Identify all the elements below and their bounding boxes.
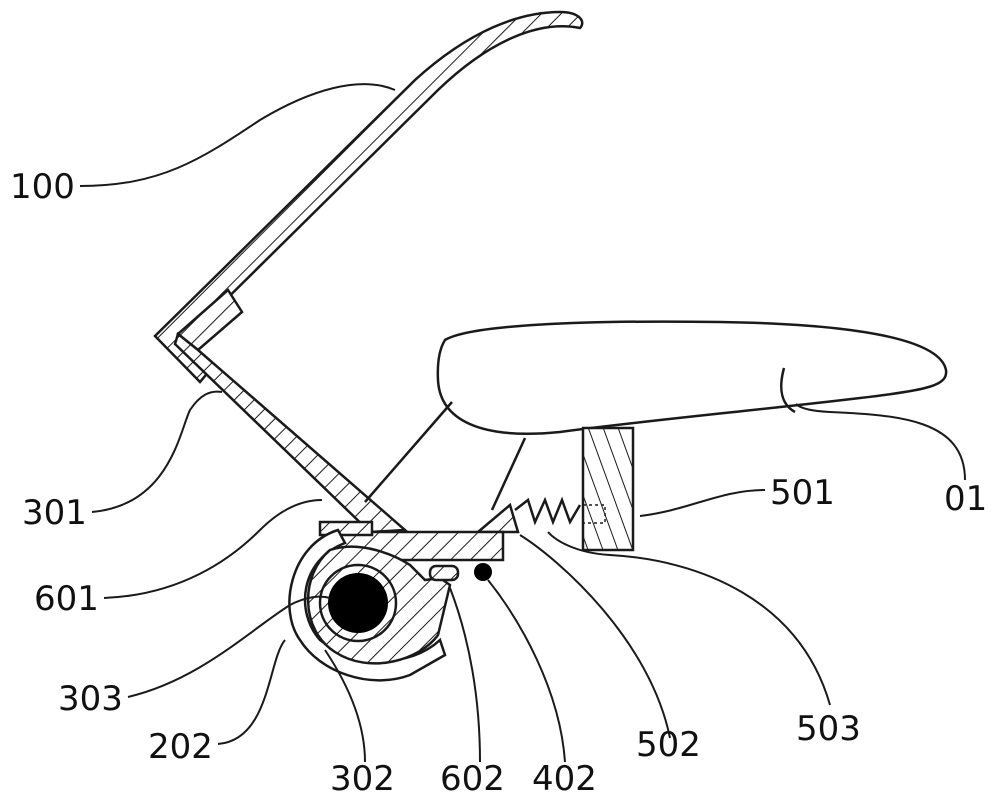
- cushion-curve-01: [780, 367, 796, 414]
- strut-left: [364, 401, 453, 503]
- post-part-501: [581, 426, 635, 552]
- latch-part-502: [474, 502, 520, 534]
- spring-dotted-end: [582, 504, 606, 524]
- ball-part-402: [474, 563, 492, 581]
- label-303: 303: [58, 679, 123, 719]
- leader-503: [547, 531, 831, 706]
- cushion-part-01: [436, 320, 948, 435]
- label-01: 01: [944, 479, 987, 519]
- label-302: 302: [330, 759, 395, 799]
- strut-right: [490, 437, 527, 511]
- axle-ring: [318, 563, 398, 643]
- leader-301: [91, 390, 223, 513]
- label-501: 501: [770, 473, 835, 513]
- leader-303: [127, 595, 331, 698]
- leader-302: [324, 649, 366, 763]
- label-503: 503: [796, 709, 861, 749]
- leader-202: [217, 639, 286, 745]
- label-202: 202: [148, 727, 213, 767]
- label-402: 402: [532, 759, 597, 799]
- leader-501: [639, 489, 766, 517]
- leader-100: [79, 83, 396, 187]
- leader-601: [103, 499, 323, 599]
- label-502: 502: [636, 725, 701, 765]
- arm-part-301: [173, 331, 409, 534]
- spring-part-503: [514, 496, 582, 526]
- leader-01: [795, 403, 966, 481]
- label-301: 301: [22, 493, 87, 533]
- axle-part-303: [328, 573, 388, 633]
- leader-502: [519, 534, 671, 739]
- label-602: 602: [440, 759, 505, 799]
- label-100: 100: [10, 167, 75, 207]
- label-601: 601: [34, 579, 99, 619]
- lid-part-100: [153, 10, 584, 384]
- leader-402: [487, 579, 566, 763]
- leader-602: [449, 587, 481, 763]
- insert-part-602: [428, 564, 460, 582]
